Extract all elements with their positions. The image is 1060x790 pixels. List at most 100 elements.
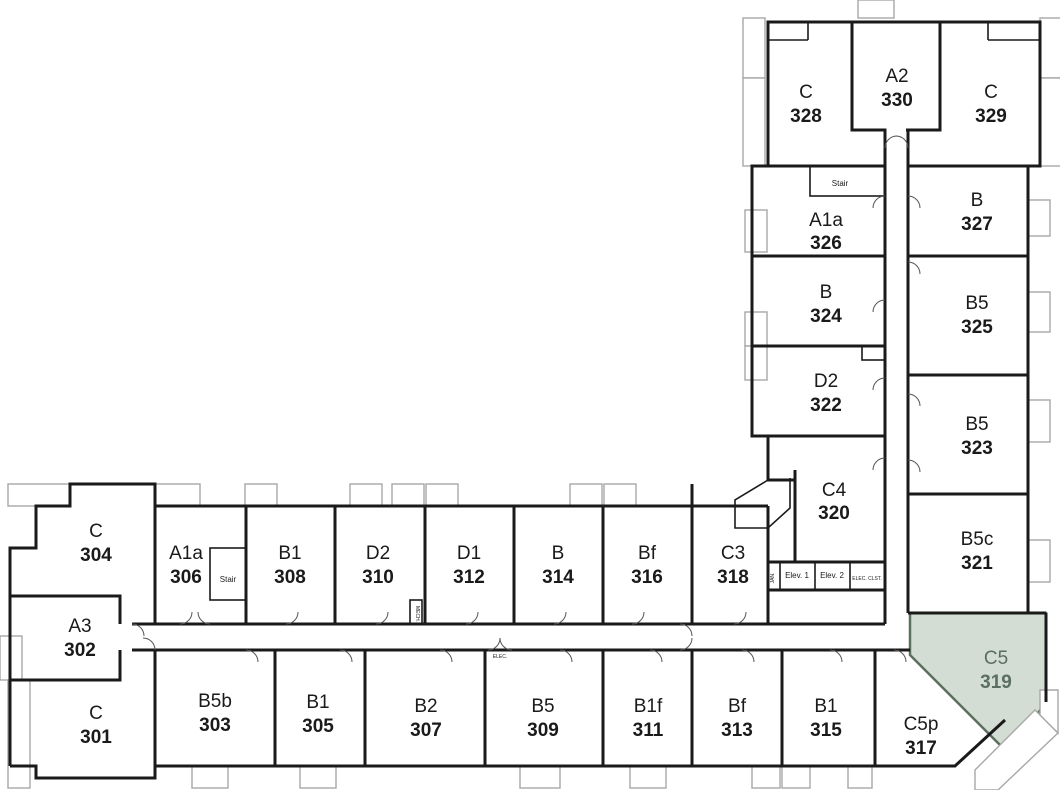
unit-number: 305 (302, 716, 334, 737)
unit-number: 324 (810, 306, 842, 327)
unit-308[interactable]: B1 308 (274, 543, 306, 588)
unit-number: 303 (199, 715, 231, 736)
unit-type: B5 (531, 696, 554, 717)
unit-number: 326 (810, 233, 842, 254)
unit-type: B5 (965, 414, 988, 435)
unit-type: A2 (885, 66, 908, 87)
unit-type: B (820, 282, 833, 303)
unit-302[interactable]: A3 302 (64, 616, 96, 661)
unit-type: C (799, 82, 813, 103)
elevator-1-label: Elev. 1 (785, 571, 809, 580)
unit-type: B (971, 190, 984, 211)
unit-307[interactable]: B2 307 (410, 696, 442, 741)
unit-type: B2 (414, 696, 437, 717)
unit-type: A1a (169, 543, 203, 564)
unit-327[interactable]: B 327 (961, 190, 993, 235)
unit-number: 318 (717, 567, 749, 588)
unit-number: 330 (881, 90, 913, 111)
unit-329[interactable]: C 329 (975, 82, 1007, 127)
unit-number: 315 (810, 720, 842, 741)
unit-type: B1f (634, 696, 663, 717)
unit-number: 325 (961, 317, 993, 338)
unit-319[interactable]: C5 319 (980, 648, 1012, 693)
unit-type: C5 (984, 648, 1008, 669)
unit-326[interactable]: A1a 326 (809, 210, 843, 254)
unit-type: A3 (68, 616, 91, 637)
unit-306[interactable]: A1a 306 (169, 543, 203, 588)
unit-number: 319 (980, 672, 1012, 693)
unit-type: B5c (961, 529, 994, 550)
unit-type: D1 (457, 543, 481, 564)
unit-322[interactable]: D2 322 (810, 371, 842, 416)
unit-313[interactable]: Bf 313 (721, 696, 753, 741)
unit-type: B1 (814, 696, 837, 717)
unit-type: A1a (809, 210, 843, 231)
unit-328[interactable]: C 328 (790, 82, 822, 127)
unit-310[interactable]: D2 310 (362, 543, 394, 588)
unit-number: 329 (975, 106, 1007, 127)
unit-number: 301 (80, 727, 112, 748)
unit-number: 320 (818, 503, 850, 524)
unit-301[interactable]: C 301 (80, 703, 112, 748)
stair-left-label: Stair (220, 575, 237, 584)
unit-number: 327 (961, 214, 993, 235)
unit-323[interactable]: B5 323 (961, 414, 993, 459)
unit-number: 317 (905, 738, 937, 759)
unit-325[interactable]: B5 325 (961, 293, 993, 338)
unit-number: 313 (721, 720, 753, 741)
unit-type: Bf (728, 696, 747, 717)
door-swings (131, 135, 921, 663)
unit-number: 302 (64, 640, 96, 661)
unit-number: 304 (80, 545, 112, 566)
unit-type: C (89, 521, 103, 542)
unit-number: 312 (453, 567, 485, 588)
unit-type: C3 (721, 543, 745, 564)
unit-type: C (984, 82, 998, 103)
unit-318[interactable]: C3 318 (717, 543, 749, 588)
unit-314[interactable]: B 314 (542, 543, 574, 588)
unit-304[interactable]: C 304 (80, 521, 112, 566)
unit-312[interactable]: D1 312 (453, 543, 485, 588)
unit-number: 328 (790, 106, 822, 127)
unit-number: 311 (633, 720, 664, 741)
unit-type: B5b (198, 691, 232, 712)
unit-type: C5p (904, 714, 939, 735)
unit-number: 308 (274, 567, 306, 588)
unit-317[interactable]: C5p 317 (904, 714, 939, 759)
unit-number: 323 (961, 438, 993, 459)
unit-type: B1 (278, 543, 301, 564)
unit-324[interactable]: B 324 (810, 282, 842, 327)
elec-closet-label: ELEC. CLST. (852, 576, 881, 582)
stair-top-label: Stair (832, 179, 849, 188)
unit-303[interactable]: B5b 303 (198, 691, 232, 736)
unit-number: 314 (542, 567, 574, 588)
unit-number: 310 (362, 567, 394, 588)
unit-type: C (89, 703, 103, 724)
unit-type: D2 (366, 543, 390, 564)
unit-type: B5 (965, 293, 988, 314)
unit-number: 322 (810, 395, 842, 416)
unit-number: 321 (961, 553, 993, 574)
unit-type: D2 (814, 371, 838, 392)
elec-label: ELEC. (493, 654, 507, 660)
janitor-label: JAN. (770, 573, 776, 584)
unit-320[interactable]: C4 320 (818, 480, 850, 524)
elevator-2-label: Elev. 2 (820, 571, 844, 580)
unit-type: Bf (638, 543, 657, 564)
unit-316[interactable]: Bf 316 (631, 543, 663, 588)
mech-label: MECH. (414, 606, 420, 622)
unit-309[interactable]: B5 309 (527, 696, 559, 741)
unit-number: 306 (170, 567, 202, 588)
unit-305[interactable]: B1 305 (302, 692, 334, 737)
unit-type: B1 (306, 692, 329, 713)
unit-321[interactable]: B5c 321 (961, 529, 994, 574)
unit-number: 316 (631, 567, 663, 588)
unit-type: B (552, 543, 565, 564)
unit-315[interactable]: B1 315 (810, 696, 842, 741)
unit-311[interactable]: B1f 311 (633, 696, 664, 741)
unit-330[interactable]: A2 330 (881, 66, 913, 111)
unit-number: 309 (527, 720, 559, 741)
unit-number: 307 (410, 720, 442, 741)
